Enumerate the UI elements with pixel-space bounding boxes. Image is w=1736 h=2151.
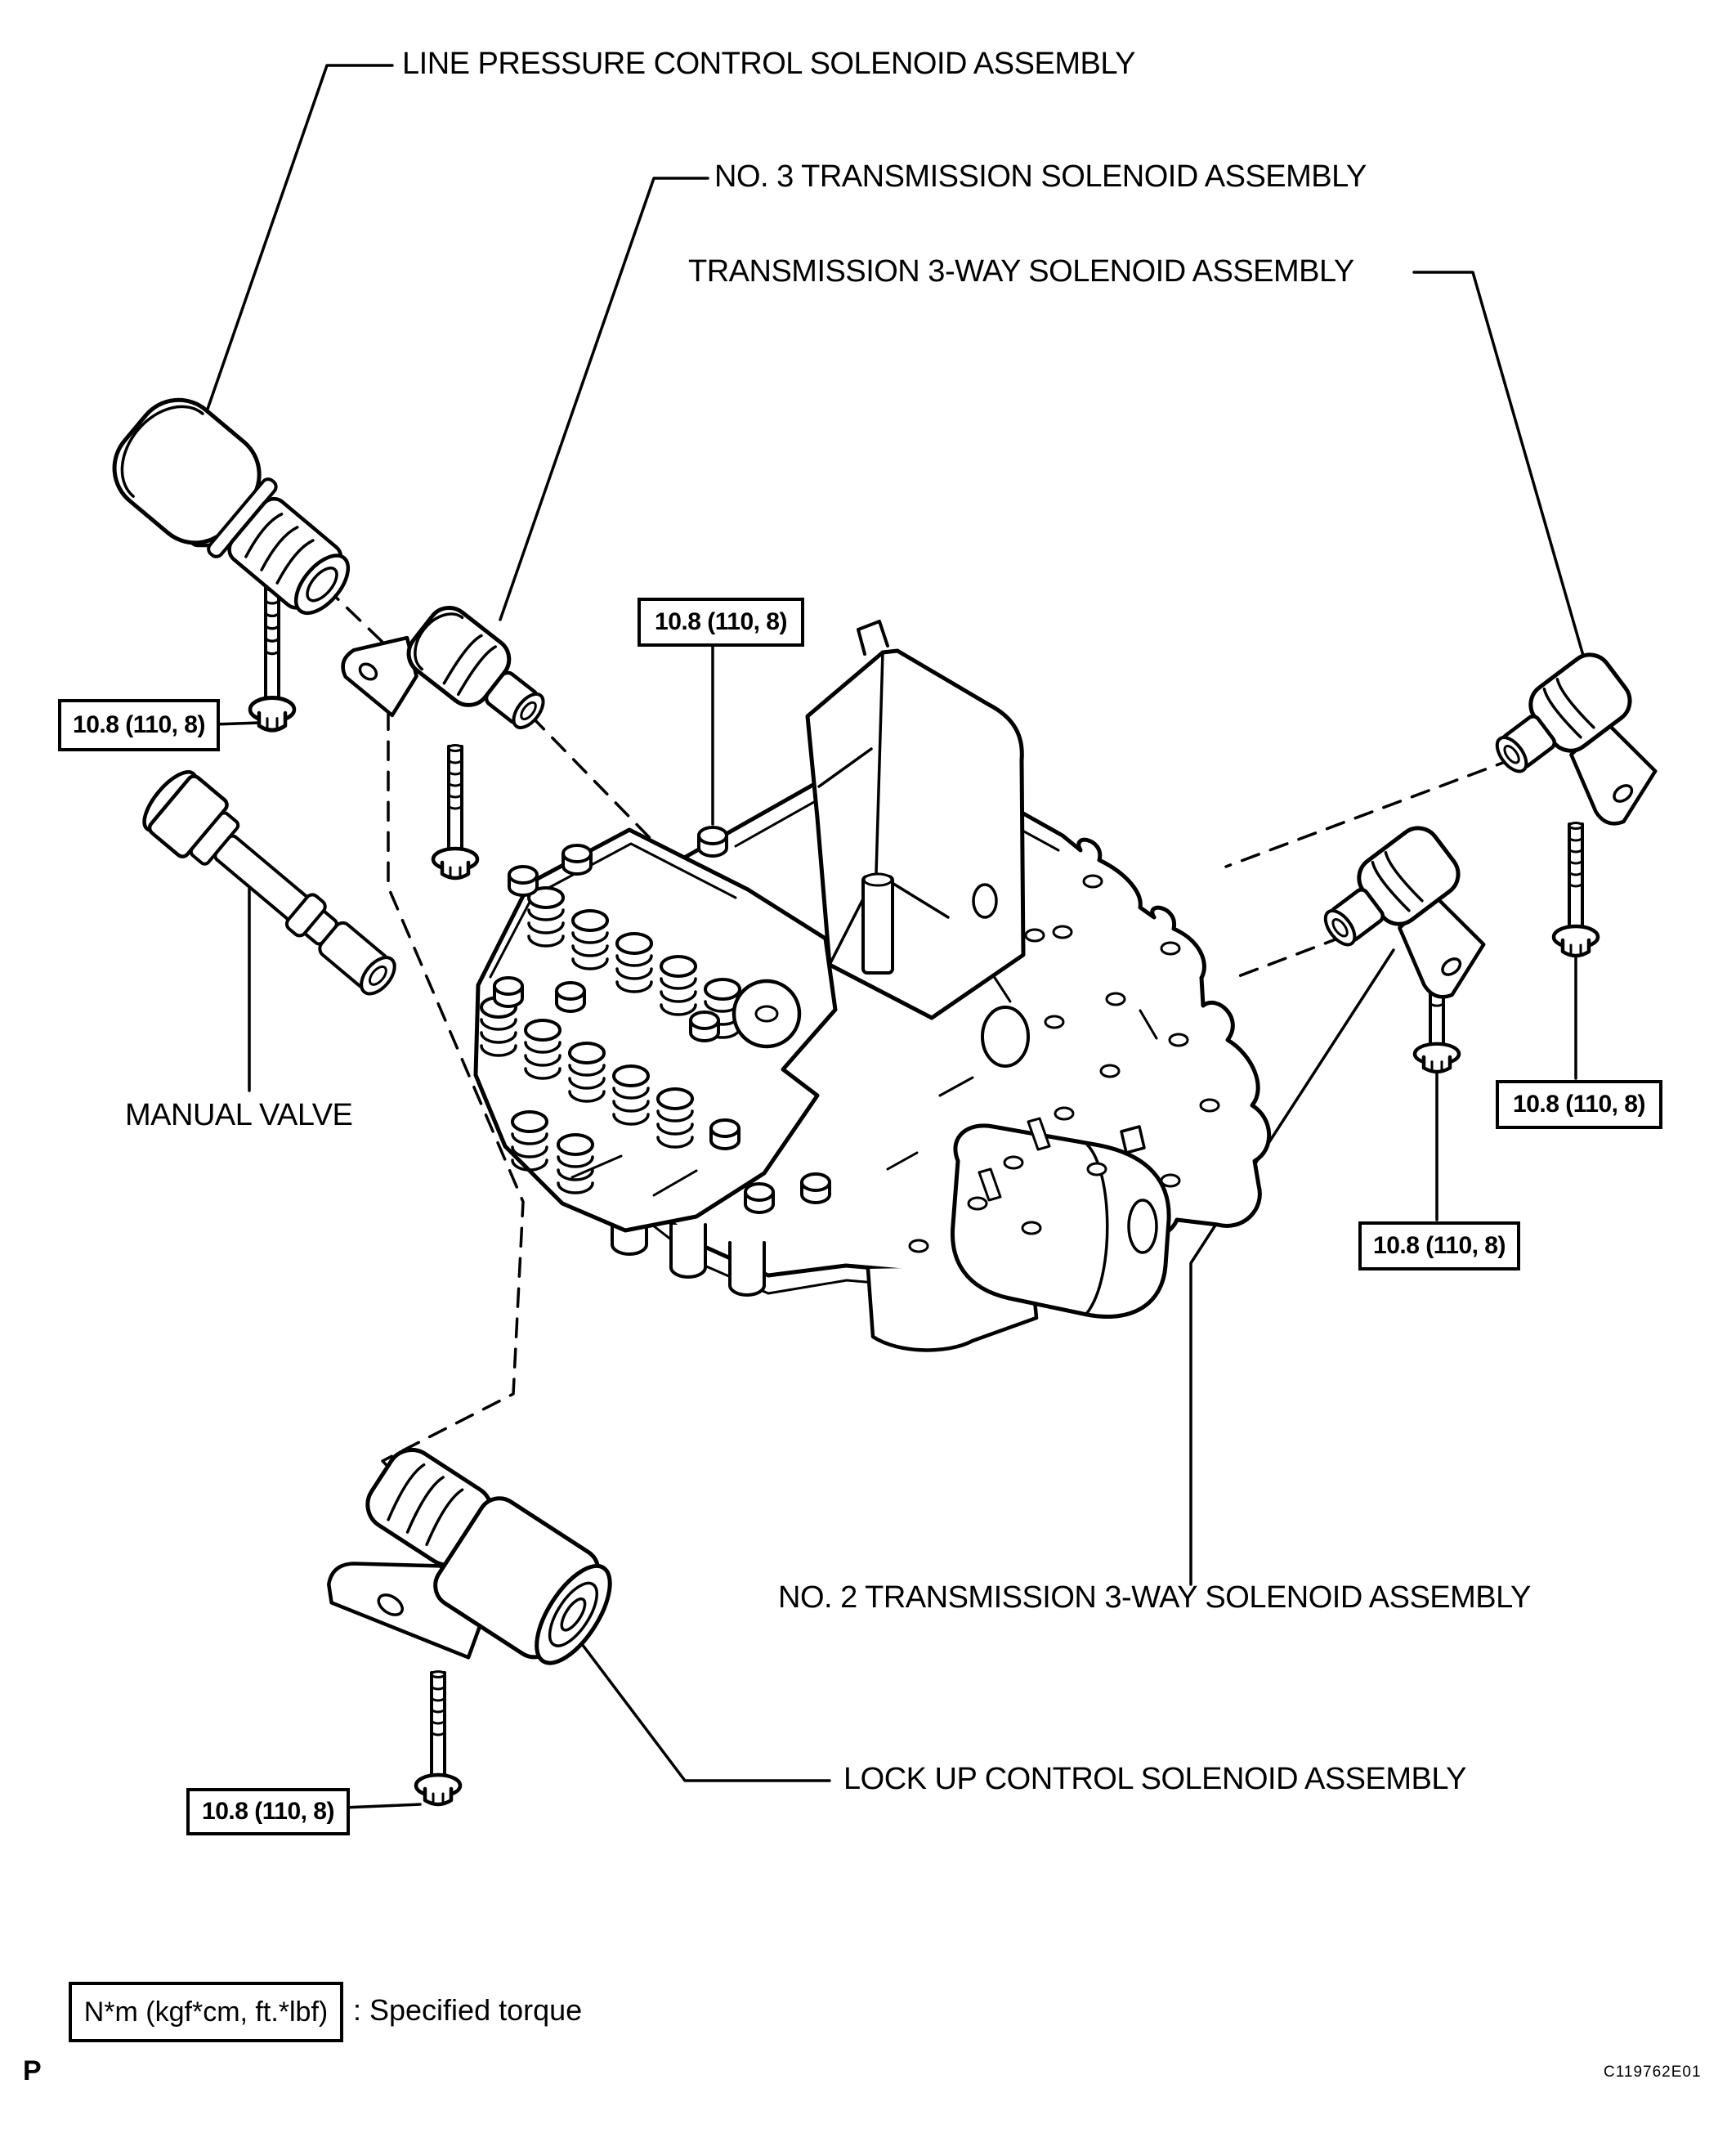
label-lockup-solenoid: LOCK UP CONTROL SOLENOID ASSEMBLY <box>843 1762 1467 1796</box>
leader-no2 <box>1189 948 1395 1586</box>
label-line-pressure-solenoid: LINE PRESSURE CONTROL SOLENOID ASSEMBLY <box>402 47 1135 81</box>
label-leader-lines <box>204 64 1594 1809</box>
leader-line-pressure <box>204 64 394 415</box>
torque-value: 10.8 (110, 8) <box>1373 1232 1506 1259</box>
lockup-solenoid <box>327 1447 612 1665</box>
no2-three-way-solenoid <box>1323 826 1486 999</box>
plate-holes <box>908 874 1220 1253</box>
leader-torque-1 <box>213 721 262 726</box>
upper-housing-tower <box>805 620 1030 1068</box>
no3-solenoid <box>341 605 545 729</box>
bolt-no3 <box>433 746 477 879</box>
plate-texture-lines <box>886 967 1158 1171</box>
torque-legend-unit: N*m (kgf*cm, ft.*lbf) <box>83 1996 329 2028</box>
torque-value: 10.8 (110, 8) <box>73 711 205 738</box>
plate-slots <box>978 1117 1051 1202</box>
torque-box-no3: 10.8 (110, 8) <box>638 598 804 647</box>
tower-post <box>861 875 894 975</box>
torque-value: 10.8 (110, 8) <box>1513 1091 1645 1118</box>
dashed-line-pressure-to-lockup <box>324 585 525 1529</box>
manual-valve-part <box>142 770 396 996</box>
torque-box-lockup: 10.8 (110, 8) <box>186 1788 350 1835</box>
leader-torque-5 <box>342 1803 422 1809</box>
valve-block <box>473 826 838 1233</box>
label-no3-solenoid: NO. 3 TRANSMISSION SOLENOID ASSEMBLY <box>714 159 1367 194</box>
figure-code: C119762E01 <box>1604 2064 1702 2081</box>
page-marker: P <box>23 2055 42 2086</box>
dashed-no2-to-body <box>1228 935 1344 981</box>
torque-value: 10.8 (110, 8) <box>655 608 787 635</box>
label-three-way-solenoid: TRANSMISSION 3-WAY SOLENOID ASSEMBLY <box>688 254 1354 289</box>
leader-three-way <box>1412 271 1594 688</box>
torque-legend-caption: : Specified torque <box>353 1993 583 2027</box>
bolt-lockup <box>416 1672 460 1805</box>
torque-box-line-pressure: 10.8 (110, 8) <box>58 699 220 751</box>
line-pressure-solenoid <box>112 397 351 616</box>
torque-value: 10.8 (110, 8) <box>202 1798 334 1825</box>
valve-body-assembly <box>473 620 1272 1352</box>
torque-box-three-way: 10.8 (110, 8) <box>1496 1080 1662 1129</box>
label-manual-valve: MANUAL VALVE <box>125 1098 353 1132</box>
dashed-no3-to-body <box>530 715 655 844</box>
dashed-three-way-to-body <box>1224 757 1515 868</box>
torque-legend-box: N*m (kgf*cm, ft.*lbf) <box>69 1982 343 2042</box>
hex-bolt-heads <box>493 826 831 1214</box>
torque-box-no2: 10.8 (110, 8) <box>1358 1221 1520 1270</box>
tower-top-stud <box>857 620 889 656</box>
leader-no3 <box>499 177 709 621</box>
tower-hole <box>972 883 998 919</box>
tower-oval-port <box>981 1006 1030 1068</box>
accumulator-body <box>950 1123 1171 1319</box>
valve-springs <box>480 886 741 1194</box>
dashed-leader-lines <box>324 585 1515 1529</box>
three-way-solenoid <box>1495 652 1658 826</box>
label-no2-solenoid: NO. 2 TRANSMISSION 3-WAY SOLENOID ASSEMB… <box>778 1580 1531 1615</box>
leader-lockup <box>570 1629 831 1782</box>
bolt-three-way <box>1554 823 1598 957</box>
